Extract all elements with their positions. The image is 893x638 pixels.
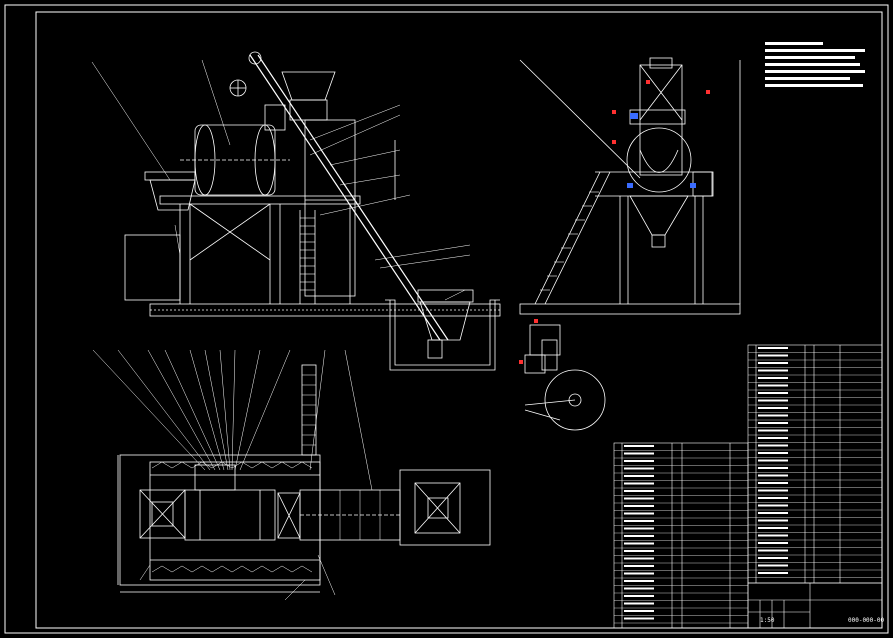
- table-cell-text: [624, 572, 654, 575]
- table-cell-text: [624, 482, 654, 485]
- table-cell-text: [758, 459, 788, 462]
- table-cell-text: [758, 534, 788, 537]
- table-cell-text: [758, 512, 788, 514]
- inner-frame: [35, 11, 883, 629]
- table-cell-text: [624, 490, 654, 492]
- table-cell-text: [624, 467, 654, 470]
- table-cell-text: [624, 595, 654, 597]
- parts-list-left-rows: [614, 445, 748, 624]
- table-cell-text: [624, 475, 654, 477]
- outer-frame: [4, 4, 889, 634]
- table-cell-text: [758, 399, 788, 402]
- technical-notes: [765, 42, 865, 87]
- table-cell-text: [758, 444, 788, 447]
- table-cell-text: [624, 557, 654, 560]
- table-cell-text: [758, 572, 788, 574]
- table-cell-text: [758, 377, 788, 379]
- table-cell-text: [758, 369, 788, 372]
- table-cell-text: [624, 542, 654, 545]
- table-cell-text: [758, 384, 788, 387]
- table-cell-text: [624, 610, 654, 612]
- table-cell-text: [624, 505, 654, 507]
- table-cell-text: [758, 549, 788, 552]
- table-cell-text: [758, 519, 788, 522]
- table-cell-text: [624, 602, 654, 605]
- table-cell-text: [624, 445, 654, 447]
- table-cell-text: [758, 467, 788, 469]
- parts-list-right-rows: [748, 347, 882, 578]
- table-cell-text: [758, 564, 788, 567]
- blue-markers: [627, 113, 696, 188]
- table-cell-text: [624, 452, 654, 455]
- red-markers: [519, 80, 710, 364]
- plan-view: [117, 364, 491, 593]
- table-cell-text: [624, 550, 654, 552]
- table-cell-text: [758, 362, 788, 364]
- table-cell-text: [758, 407, 788, 409]
- table-cell-text: [624, 535, 654, 537]
- table-cell-text: [758, 527, 788, 529]
- table-cell-text: [624, 512, 654, 515]
- table-cell-text: [758, 474, 788, 477]
- table-cell-text: [758, 392, 788, 394]
- table-cell-text: [758, 542, 788, 544]
- table-cell-text: [758, 497, 788, 499]
- table-cell-text: [758, 489, 788, 492]
- table-cell-text: [624, 460, 654, 462]
- table-cell-text: [758, 429, 788, 432]
- table-cell-text: [624, 617, 654, 620]
- table-cell-text: [758, 347, 788, 349]
- parts-list-left: [613, 442, 749, 629]
- drawing-number: 000-000-00: [848, 617, 885, 624]
- table-cell-text: [624, 527, 654, 530]
- table-cell-text: [624, 520, 654, 522]
- table-cell-text: [758, 354, 788, 357]
- front-elevation-view: [124, 51, 501, 371]
- table-cell-text: [624, 497, 654, 500]
- table-cell-text: [758, 437, 788, 439]
- table-cell-text: [758, 414, 788, 417]
- plan-leader-lines: [92, 349, 373, 601]
- front-leader-lines: [91, 59, 471, 301]
- table-cell-text: [624, 587, 654, 590]
- table-cell-text: [758, 422, 788, 424]
- scale-label: 1:50: [760, 617, 775, 624]
- table-cell-text: [758, 452, 788, 454]
- title-block: [747, 582, 883, 629]
- section-detail-views: [524, 324, 606, 431]
- table-cell-text: [624, 565, 654, 567]
- table-cell-text: [758, 482, 788, 484]
- table-cell-text: [758, 504, 788, 507]
- table-cell-text: [758, 557, 788, 559]
- table-cell-text: [624, 580, 654, 582]
